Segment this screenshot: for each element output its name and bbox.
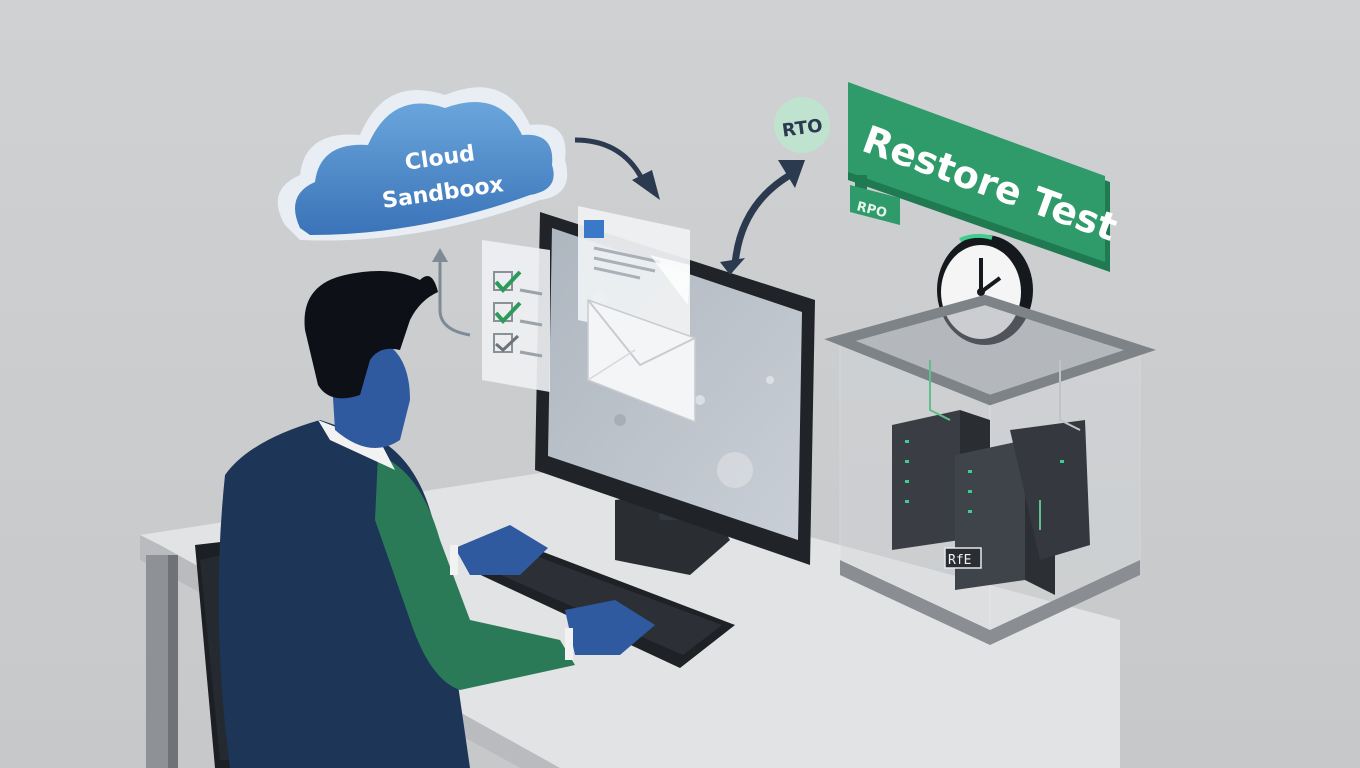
cloud-icon: [277, 87, 568, 241]
person: [218, 271, 655, 768]
checklist-icon: [482, 240, 550, 392]
clock-icon: [937, 233, 1033, 345]
envelope-icon: [587, 298, 696, 424]
rpo-badge: [850, 185, 900, 225]
rpo-label: RPO: [855, 199, 888, 221]
cycle-arrows-icon: [432, 137, 805, 337]
server-tag-label: RfE: [948, 553, 971, 568]
server-rack-icon: [824, 294, 1157, 645]
rto-badge: [774, 97, 830, 153]
restore-test-sign: [848, 82, 1110, 272]
